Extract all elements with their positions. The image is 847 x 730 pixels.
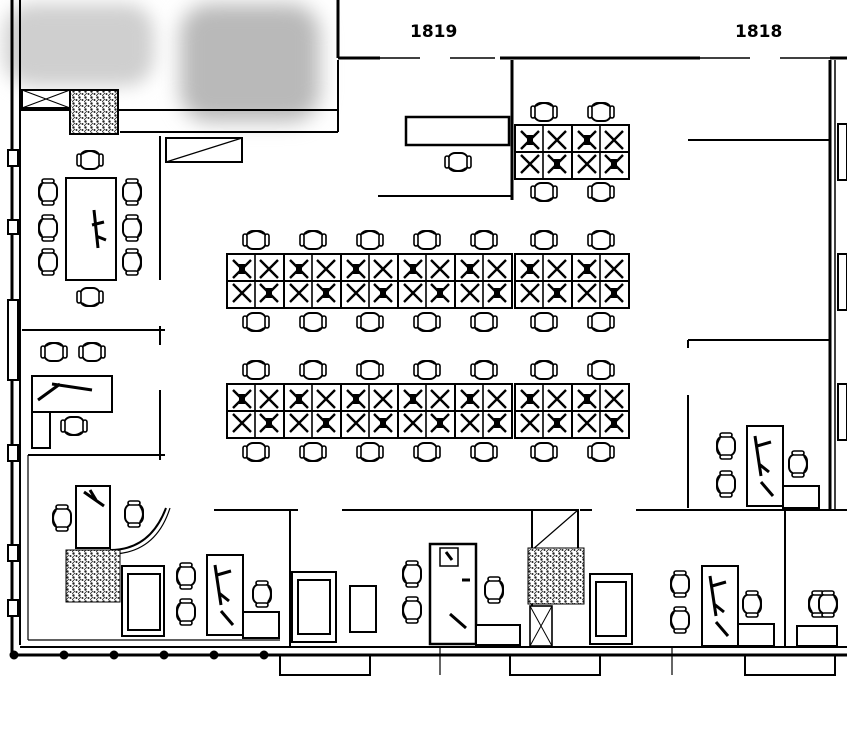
office-right-mid [716, 424, 820, 509]
blur-patch-right [180, 4, 320, 122]
front-desk [404, 115, 511, 172]
conference-room [38, 150, 142, 307]
room-number-1819: 1819 [410, 22, 458, 42]
office-middle [291, 509, 633, 647]
office-left-lower [52, 485, 280, 639]
office-right-lower [670, 564, 838, 648]
workstations-row-2 [225, 360, 631, 462]
office-left-upper [31, 342, 113, 449]
room-number-1818: 1818 [735, 22, 783, 42]
blur-patch-left [4, 4, 154, 86]
workstations-row-1 [225, 230, 631, 332]
top-left-rooms [20, 60, 339, 460]
workstations-top [513, 102, 631, 202]
right-edge-units [837, 123, 847, 441]
top-walls [336, 0, 847, 511]
